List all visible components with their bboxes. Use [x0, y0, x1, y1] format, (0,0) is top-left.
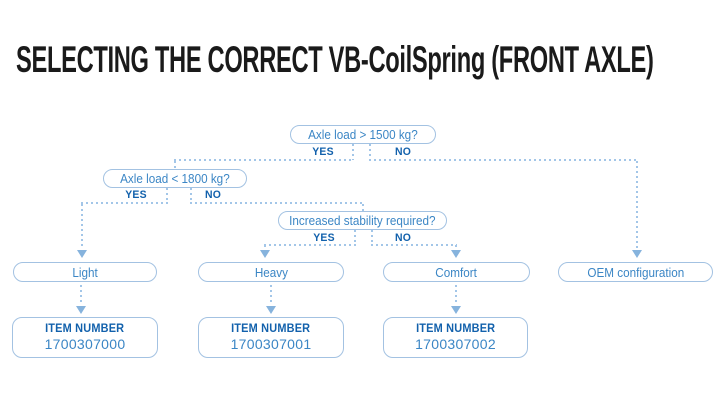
item-number-label-heavy: ITEM NUMBER — [231, 323, 311, 335]
option-comfort-label: Comfort — [435, 264, 478, 280]
decision-axle-load-1500: Axle load > 1500 kg? — [290, 125, 436, 144]
connector-d1-to-oem — [636, 161, 638, 249]
decision3-no-label: NO — [394, 232, 412, 244]
item-number-label-light: ITEM NUMBER — [45, 323, 125, 335]
decision2-no-label: NO — [204, 189, 222, 201]
connector-d1-no-stub — [369, 144, 371, 160]
decision-axle-load-1500-label: Axle load > 1500 kg? — [308, 127, 418, 142]
option-light-label: Light — [72, 264, 98, 280]
item-number-value-comfort: 1700307002 — [415, 336, 496, 352]
item-box-heavy: ITEM NUMBER 1700307001 — [198, 317, 344, 358]
item-number-value-light: 1700307000 — [44, 336, 126, 352]
option-pill-heavy: Heavy — [198, 262, 344, 282]
arrow-down-icon-heavy — [260, 250, 270, 258]
decision3-yes-label: YES — [313, 232, 335, 244]
connector-light-to-item — [80, 285, 82, 305]
connector-d1-to-d2 — [174, 161, 176, 169]
decision-increased-stability: Increased stability required? — [278, 211, 447, 230]
item-number-value-heavy: 1700307001 — [230, 336, 312, 352]
arrow-down-icon-item-comfort — [451, 306, 461, 314]
connector-d2-to-d3 — [362, 204, 364, 211]
connector-d3-no-stub — [371, 230, 373, 244]
connector-d3-to-heavy — [264, 245, 266, 249]
item-number-label-comfort: ITEM NUMBER — [415, 323, 496, 335]
option-oem-label: OEM configuration — [587, 264, 684, 280]
connector-d1-no-horizontal — [369, 159, 638, 161]
decision1-yes-label: YES — [312, 146, 334, 158]
connector-d2-yes-horizontal — [81, 202, 168, 204]
connector-d1-yes-stub — [352, 144, 354, 160]
connector-d3-no-horizontal — [371, 244, 457, 246]
option-pill-comfort: Comfort — [383, 262, 530, 282]
page-title: SELECTING THE CORRECT VB-CoilSpring (FRO… — [16, 39, 654, 80]
arrow-down-icon-comfort — [451, 250, 461, 258]
arrow-down-icon-oem — [632, 250, 642, 258]
option-pill-oem-configuration: OEM configuration — [558, 262, 713, 282]
connector-d3-yes-horizontal — [264, 244, 356, 246]
arrow-down-icon-light — [77, 250, 87, 258]
option-heavy-label: Heavy — [254, 264, 288, 280]
option-pill-light: Light — [13, 262, 157, 282]
arrow-down-icon-item-light — [76, 306, 86, 314]
connector-d2-yes-stub — [166, 188, 168, 202]
decision-axle-load-1800-label: Axle load < 1800 kg? — [120, 171, 230, 186]
item-box-comfort: ITEM NUMBER 1700307002 — [383, 317, 528, 358]
decision1-no-label: NO — [394, 146, 412, 158]
connector-d1-yes-horizontal — [174, 159, 354, 161]
connector-heavy-to-item — [270, 285, 272, 305]
arrow-down-icon-item-heavy — [266, 306, 276, 314]
connector-comfort-to-item — [455, 285, 457, 305]
connector-d2-to-light — [81, 204, 83, 249]
connector-d3-to-comfort — [455, 245, 457, 249]
connector-d2-no-stub — [190, 188, 192, 202]
item-box-light: ITEM NUMBER 1700307000 — [12, 317, 158, 358]
connector-d3-yes-stub — [354, 230, 356, 244]
connector-d2-no-horizontal — [190, 202, 364, 204]
decision-axle-load-1800: Axle load < 1800 kg? — [103, 169, 247, 188]
decision-increased-stability-label: Increased stability required? — [289, 213, 436, 228]
decision2-yes-label: YES — [125, 189, 147, 201]
